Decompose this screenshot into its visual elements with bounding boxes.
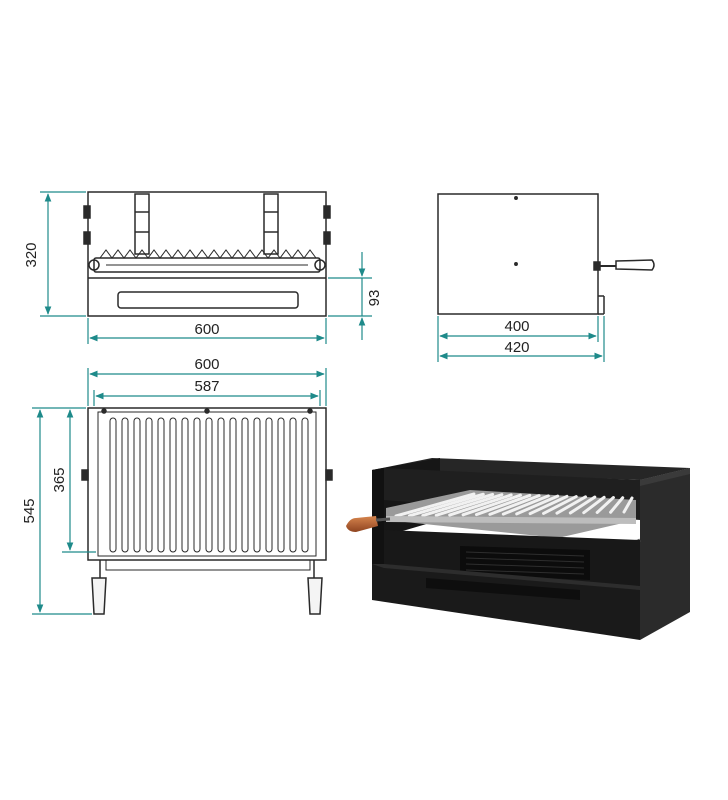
- side-handle-grip: [615, 259, 655, 271]
- top-overall-depth-label: 545: [21, 498, 38, 523]
- top-inner-width-label: 587: [194, 378, 219, 395]
- top-grill-bar: [121, 417, 129, 553]
- top-grill-bar: [133, 417, 141, 553]
- side-outline: [437, 193, 599, 315]
- right-upright: [263, 193, 279, 255]
- top-grill-bar: [229, 417, 237, 553]
- top-grill-bar: [301, 417, 309, 553]
- top-grill-bar: [145, 417, 153, 553]
- grill-rail: [93, 257, 321, 273]
- iso-grill-bar: [528, 494, 569, 516]
- top-grill-bar: [181, 417, 189, 553]
- iso-grill-bar: [555, 495, 588, 515]
- left-handle: [91, 577, 107, 615]
- iso-grill-bar: [501, 494, 550, 516]
- side-depth-label: 400: [504, 318, 529, 335]
- top-grill-bar: [253, 417, 261, 553]
- iso-grill-bar: [474, 493, 532, 517]
- top-grill-bar: [205, 417, 213, 553]
- iso-grill-bar: [448, 493, 513, 517]
- iso-grill-bar: [568, 495, 597, 515]
- iso-grill-bars: [394, 492, 634, 518]
- iso-grill-bar: [421, 492, 495, 518]
- left-knob: [88, 259, 100, 271]
- grill-bars: [109, 417, 309, 553]
- drawer-height-label: 93: [366, 290, 383, 307]
- drawer-pull: [426, 578, 580, 600]
- drawer-handle: [117, 291, 299, 309]
- iso-grill-bar: [407, 492, 485, 518]
- iso-grill-bar: [488, 494, 541, 516]
- top-dimensions: 600 587 545 365: [21, 356, 327, 615]
- top-view: [81, 407, 333, 615]
- iso-grill-bar: [434, 493, 504, 517]
- top-grill-bar: [277, 417, 285, 553]
- iso-grill-bar: [622, 496, 634, 514]
- right-side-panel: [640, 468, 690, 640]
- iso-grill-bar: [515, 494, 560, 516]
- top-grill-bar: [241, 417, 249, 553]
- right-knob: [314, 259, 326, 271]
- top-grill-bar: [109, 417, 117, 553]
- front-width-label: 600: [194, 321, 219, 338]
- top-grill-bar: [289, 417, 297, 553]
- top-grill-bar: [265, 417, 273, 553]
- top-grill-bar: [157, 417, 165, 553]
- iso-grill-bar: [542, 495, 578, 515]
- side-overall-label: 420: [504, 339, 529, 356]
- top-grill-bar: [217, 417, 225, 553]
- side-dimensions: 400 420: [437, 316, 605, 362]
- top-outer-width-label: 600: [194, 356, 219, 373]
- iso-grill-bar: [595, 496, 615, 514]
- left-upright: [134, 193, 150, 255]
- iso-grill-bar: [461, 493, 522, 517]
- barbecue-3d-render: [346, 458, 690, 640]
- front-view: [83, 191, 331, 317]
- front-dimensions: 320 600 93: [23, 191, 383, 344]
- ash-tray: [460, 546, 590, 580]
- front-outline: [87, 191, 327, 317]
- top-grill-bar: [193, 417, 201, 553]
- side-view: [437, 193, 655, 315]
- left-wood-handle: [346, 516, 378, 532]
- front-height-label: 320: [23, 242, 40, 267]
- front-rail: [105, 559, 311, 571]
- iso-grill-bar: [394, 492, 476, 518]
- top-grill-depth-label: 365: [51, 467, 68, 492]
- iso-grill-bar: [609, 496, 625, 514]
- iso-grill-bar: [582, 495, 606, 515]
- right-handle: [307, 577, 323, 615]
- top-grill-bar: [169, 417, 177, 553]
